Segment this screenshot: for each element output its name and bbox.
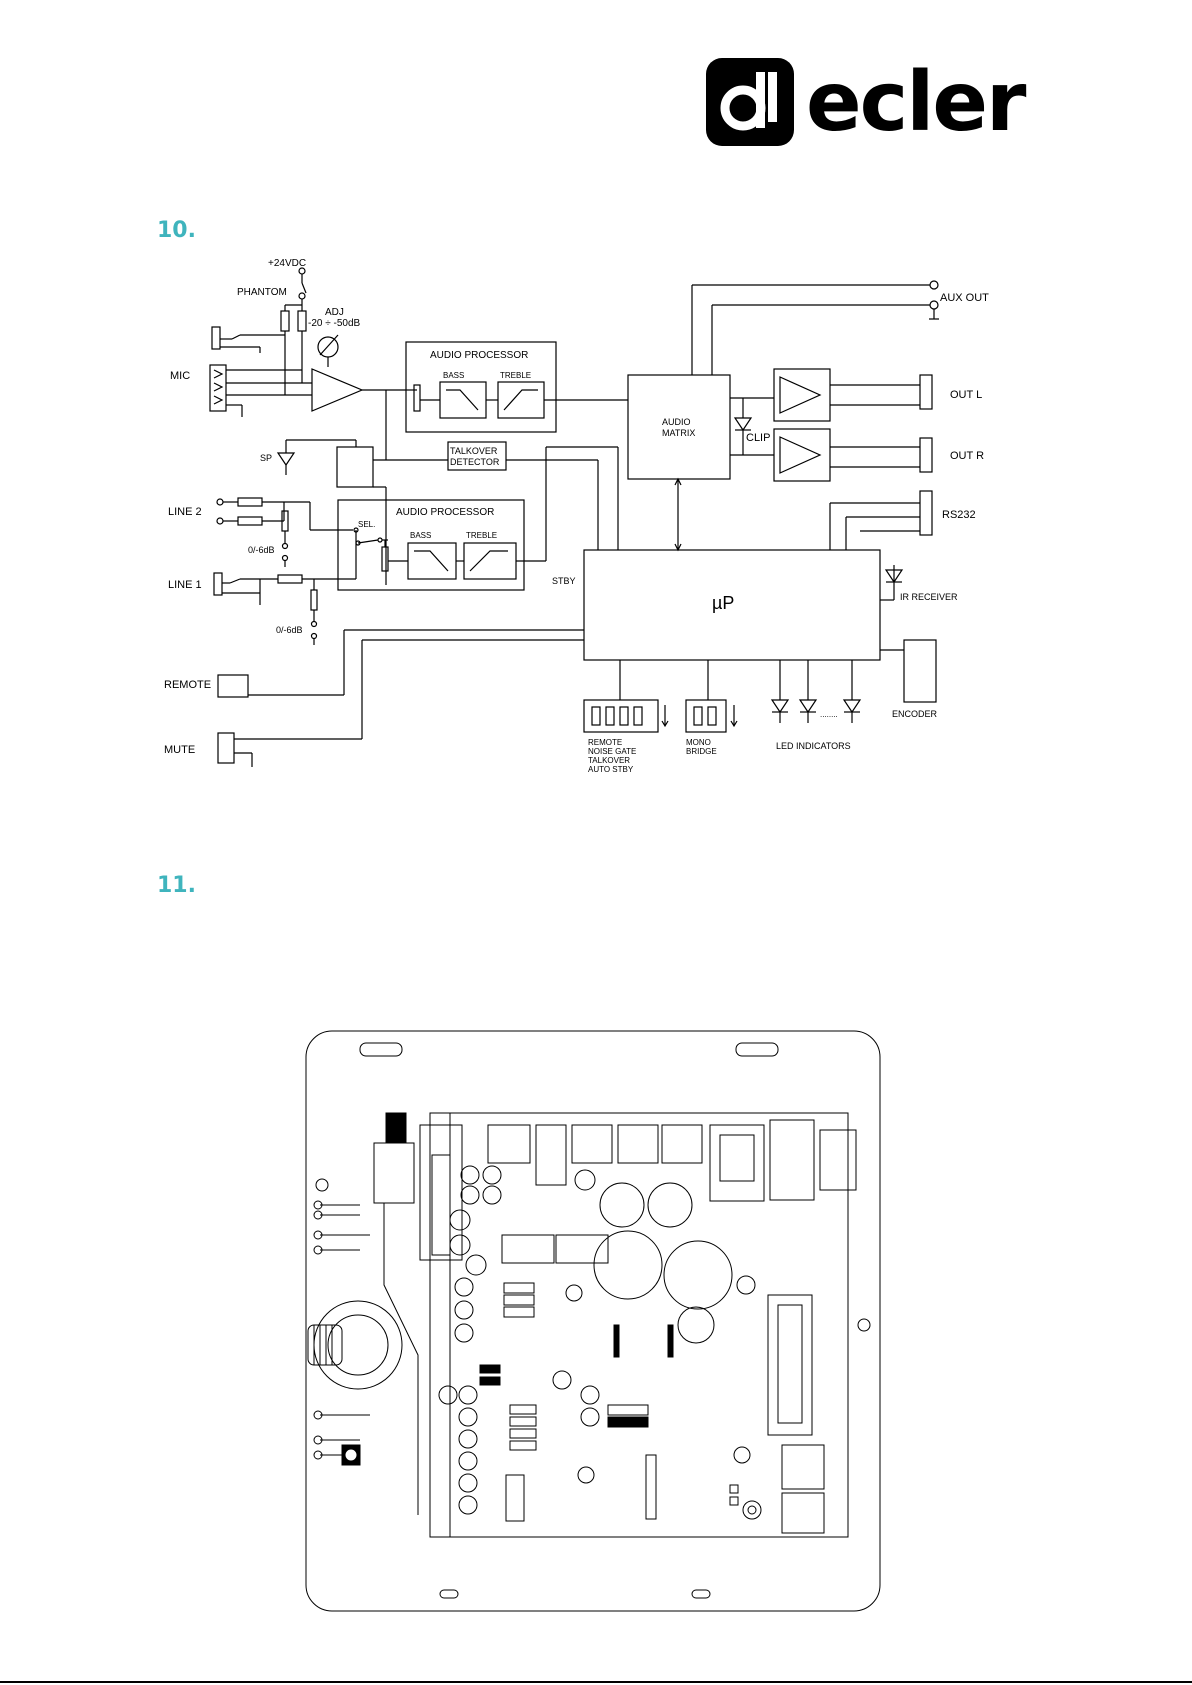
supply-label: +24VDC — [268, 258, 306, 269]
out-r-label: OUT R — [950, 450, 984, 462]
mono-label: MONO — [686, 738, 711, 747]
mic-label: MIC — [170, 370, 190, 382]
block-diagram: +24VDC PHANTOM MIC ADJ -20 ÷ -50dB AUDIO… — [160, 255, 1080, 840]
dip-talkover-label: TALKOVER — [588, 756, 630, 765]
dip-remote-label: REMOTE — [588, 738, 622, 747]
gain-1-label: 0/-6dB — [248, 545, 275, 555]
audio-processor-2-label: AUDIO PROCESSOR — [396, 507, 494, 518]
encoder-label: ENCODER — [892, 709, 938, 719]
line2-label: LINE 2 — [168, 506, 202, 518]
aux-out-label: AUX OUT — [940, 292, 989, 304]
bridge-label: BRIDGE — [686, 747, 717, 756]
footer-rule — [0, 1681, 1192, 1683]
treble-2-label: TREBLE — [466, 531, 497, 540]
ecler-logo: ecler — [706, 55, 1106, 150]
section-number-11: 11. — [157, 873, 196, 898]
adj-label: ADJ — [325, 307, 344, 318]
gain-2-label: 0/-6dB — [276, 625, 303, 635]
clip-label: CLIP — [746, 432, 770, 444]
dip-auto-stby-label: AUTO STBY — [588, 765, 634, 774]
mute-label: MUTE — [164, 744, 195, 756]
line1-label: LINE 1 — [168, 579, 202, 591]
out-l-label: OUT L — [950, 389, 982, 401]
remote-label: REMOTE — [164, 679, 211, 691]
bass-1-label: BASS — [443, 371, 464, 380]
pcb-layout-drawing — [300, 1025, 900, 1615]
dip-noise-gate-label: NOISE GATE — [588, 747, 636, 756]
led-dots: ........ — [820, 710, 838, 719]
brand-wordmark: ecler — [806, 58, 1027, 150]
audio-matrix-label-2: MATRIX — [662, 428, 695, 438]
section-number-10: 10. — [157, 218, 196, 243]
stby-label: STBY — [552, 576, 576, 586]
microprocessor-label: µP — [712, 593, 734, 613]
bass-2-label: BASS — [410, 531, 431, 540]
audio-matrix-label-1: AUDIO — [662, 417, 691, 427]
sp-label: SP — [260, 453, 272, 463]
adj-range-label: -20 ÷ -50dB — [308, 318, 361, 329]
audio-processor-1-label: AUDIO PROCESSOR — [430, 350, 528, 361]
phantom-label: PHANTOM — [237, 287, 287, 298]
talkover-label-1: TALKOVER — [450, 446, 498, 456]
led-indicators-label: LED INDICATORS — [776, 741, 851, 751]
sel-label: SEL. — [358, 520, 375, 529]
rs232-label: RS232 — [942, 509, 976, 521]
talkover-label-2: DETECTOR — [450, 457, 500, 467]
treble-1-label: TREBLE — [500, 371, 531, 380]
pcb-layout-icon — [305, 1030, 881, 1612]
ir-receiver-label: IR RECEIVER — [900, 592, 958, 602]
